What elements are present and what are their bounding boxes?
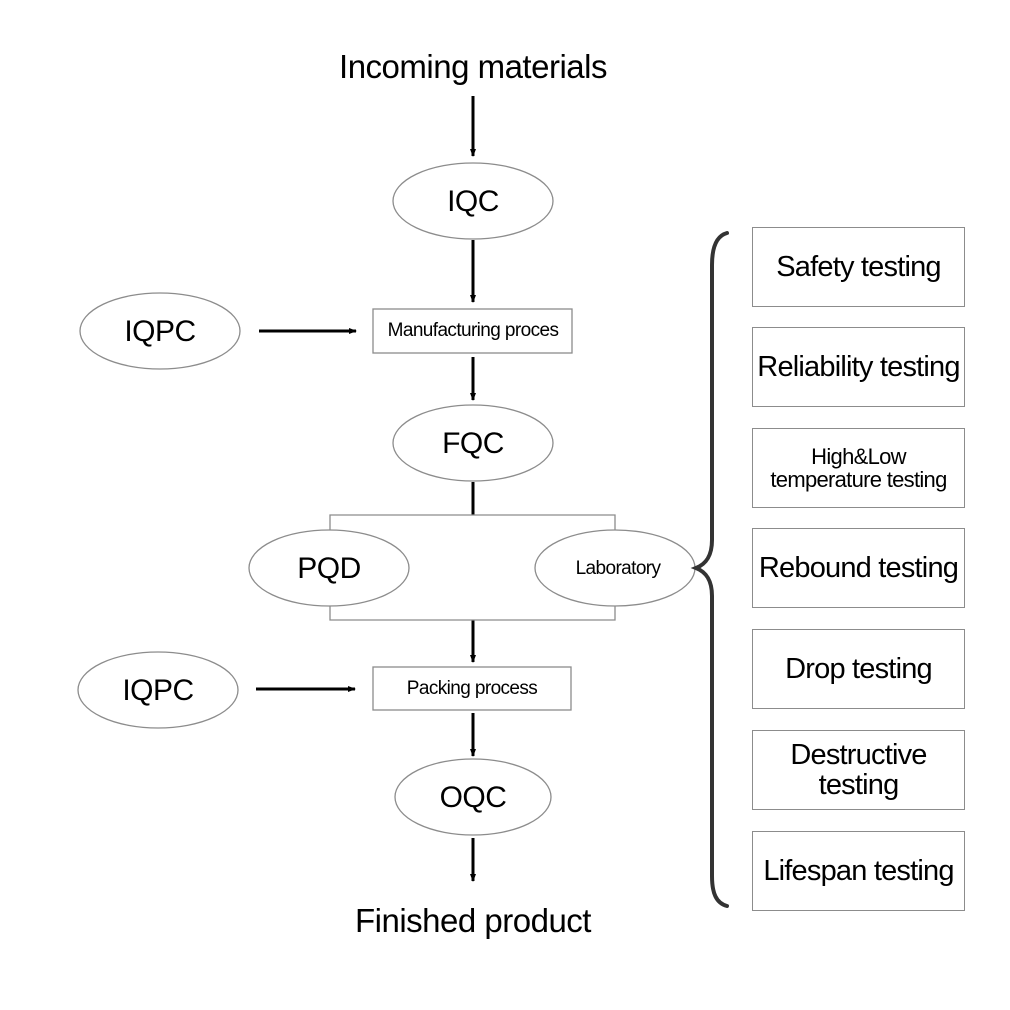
iqpc-bottom-node-shape (77, 651, 239, 729)
iqpc-bottom-node: IQPC (122, 674, 194, 707)
test-box-reliability: Reliability testing (752, 327, 965, 407)
iqpc-top-node-shape (79, 292, 241, 370)
test-box-lifespan: Lifespan testing (752, 831, 965, 911)
laboratory-node: Laboratory (575, 558, 661, 579)
oqc-node-shape (394, 758, 552, 836)
test-label: Rebound testing (758, 551, 959, 584)
curly-brace (690, 231, 729, 908)
merge-bracket-bottom (329, 606, 616, 621)
test-label: Destructive testing (790, 738, 927, 801)
test-box-destructive: Destructive testing (752, 730, 965, 810)
pqd-node-shape (248, 529, 410, 607)
packing-node-shape (372, 666, 572, 711)
incoming-materials-label: Incoming materials (339, 48, 607, 85)
packing-process-node: Packing process (406, 678, 538, 699)
iqc-node: IQC (447, 185, 499, 218)
test-label: High&Low temperature testing (770, 443, 947, 492)
test-label: Reliability testing (757, 350, 960, 383)
test-box-rebound: Rebound testing (752, 528, 965, 608)
test-label: Safety testing (776, 250, 941, 283)
test-label: Drop testing (785, 652, 933, 685)
fqc-node: FQC (442, 427, 504, 460)
split-bracket-top (329, 514, 616, 530)
iqc-node-shape (392, 162, 554, 240)
test-box-safety: Safety testing (752, 227, 965, 307)
manufacturing-process-node: Manufacturing proces (387, 320, 559, 341)
iqpc-top-node: IQPC (124, 315, 196, 348)
oqc-node: OQC (439, 781, 507, 814)
pqd-node: PQD (297, 552, 361, 585)
manufacturing-node-shape (372, 308, 573, 354)
finished-product-label: Finished product (355, 902, 591, 939)
test-box-high-low-temperature: High&Low temperature testing (752, 428, 965, 508)
test-label: Lifespan testing (763, 854, 954, 887)
fqc-node-shape (392, 404, 554, 482)
test-box-drop: Drop testing (752, 629, 965, 709)
